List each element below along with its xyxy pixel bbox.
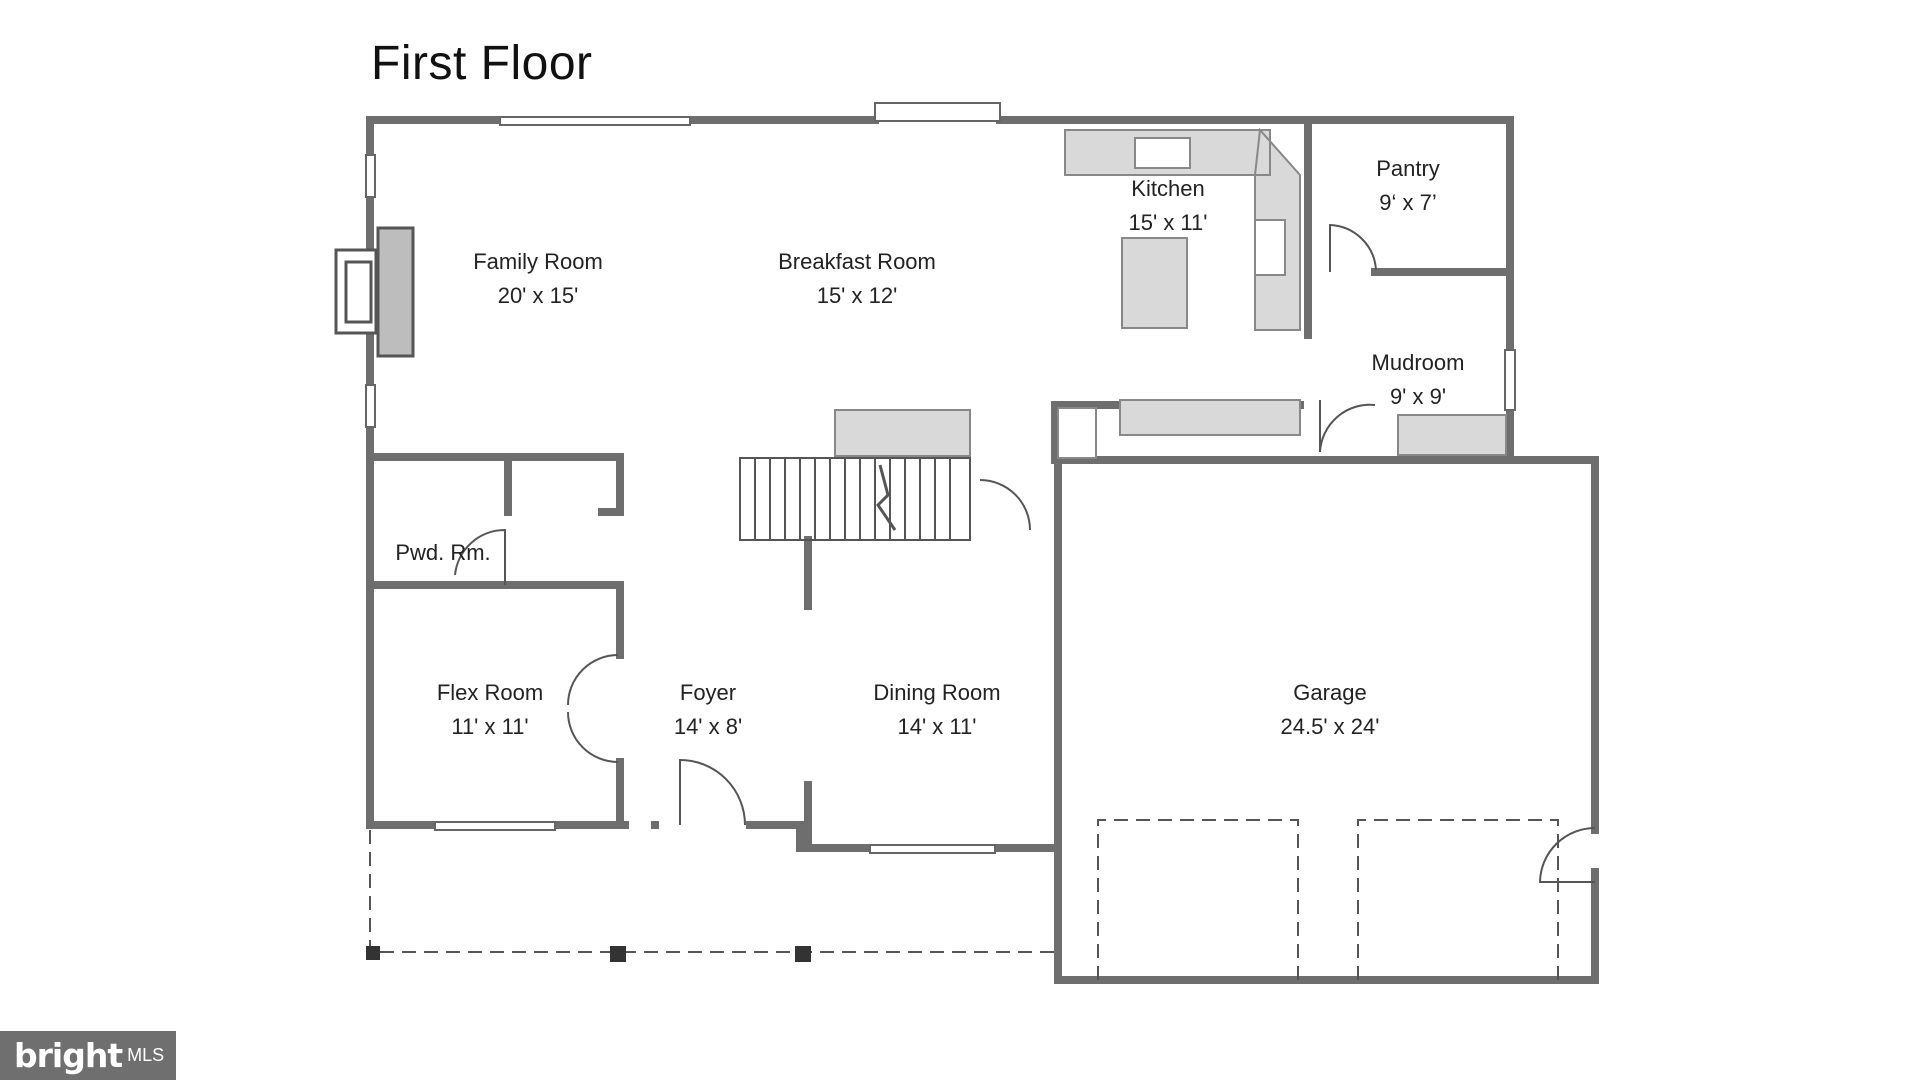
- mudroom-cabinet: [1057, 407, 1097, 459]
- window-flex: [434, 821, 556, 831]
- kitchen-counter: [1064, 127, 1301, 331]
- window-top-2: [874, 102, 1001, 122]
- room-dining-size: 14' x 11': [897, 714, 977, 739]
- foyer-door: [679, 758, 746, 826]
- bright-mls-logo: bright MLS: [0, 1031, 176, 1080]
- room-foyer-size: 14' x 8': [673, 714, 743, 739]
- garage-entry-door: [1319, 400, 1376, 453]
- room-flex: Flex Room 11' x 11': [437, 676, 543, 744]
- room-pantry-size: 9‘ x 7’: [1379, 190, 1437, 215]
- garage-wall: [1054, 456, 1599, 984]
- room-dining: Dining Room 14' x 11': [873, 676, 1000, 744]
- brand-suffix: MLS: [127, 1045, 165, 1065]
- porch-post-3: [795, 946, 811, 962]
- kitchen-island: [1121, 237, 1188, 329]
- window-top-1: [499, 116, 691, 126]
- garage-door-right: [1357, 819, 1559, 980]
- room-powder-name: Pwd. Rm.: [395, 540, 491, 565]
- window-left-1: [365, 154, 376, 198]
- room-kitchen-size: 15' x 11': [1128, 210, 1208, 235]
- powder-wall: [366, 453, 624, 516]
- room-breakfast-name: Breakfast Room: [778, 249, 936, 274]
- kitchen-sink: [1134, 137, 1191, 169]
- room-powder: Pwd. Rm.: [395, 536, 490, 570]
- brand-name: bright: [14, 1036, 123, 1075]
- room-foyer: Foyer 14' x 8': [674, 676, 742, 744]
- stair-door: [979, 479, 1031, 531]
- window-left-2: [365, 384, 376, 428]
- window-dining: [869, 844, 996, 854]
- fireplace: [334, 226, 415, 358]
- room-garage-name: Garage: [1293, 680, 1367, 705]
- room-garage: Garage 24.5' x 24': [1281, 676, 1380, 744]
- window-mudroom: [1504, 349, 1516, 411]
- room-garage-size: 24.5' x 24': [1280, 714, 1380, 739]
- pantry-door: [1329, 223, 1377, 272]
- stairs: [739, 457, 971, 541]
- garage-side-door: [1538, 827, 1596, 883]
- room-pantry-name: Pantry: [1376, 156, 1440, 181]
- room-kitchen-name: Kitchen: [1131, 176, 1205, 201]
- mudroom-bench: [1397, 414, 1507, 456]
- powder-door: [454, 528, 506, 585]
- room-flex-size: 11' x 11': [451, 714, 529, 739]
- room-family-size: 20' x 15': [497, 283, 579, 308]
- room-kitchen: Kitchen 15' x 11': [1129, 172, 1208, 240]
- room-family-name: Family Room: [473, 249, 603, 274]
- porch-post-1: [366, 946, 380, 960]
- laundry-counter: [1119, 399, 1301, 436]
- room-breakfast-size: 15' x 12': [816, 283, 898, 308]
- room-family: Family Room 20' x 15': [473, 245, 603, 313]
- room-foyer-name: Foyer: [679, 680, 737, 705]
- room-pantry: Pantry 9‘ x 7’: [1376, 152, 1440, 220]
- flex-doors: [567, 654, 619, 763]
- room-mudroom-name: Mudroom: [1371, 350, 1465, 375]
- room-breakfast: Breakfast Room 15' x 12': [778, 245, 936, 313]
- room-mudroom: Mudroom 9' x 9': [1372, 346, 1465, 414]
- garage-door-left: [1097, 819, 1299, 980]
- room-mudroom-size: 9' x 9': [1389, 384, 1447, 409]
- porch-post-2: [610, 946, 626, 962]
- range: [1254, 219, 1286, 276]
- stair-closet: [834, 409, 971, 457]
- plan-title: First Floor: [371, 37, 593, 90]
- room-dining-name: Dining Room: [873, 680, 1001, 705]
- room-flex-name: Flex Room: [436, 680, 544, 705]
